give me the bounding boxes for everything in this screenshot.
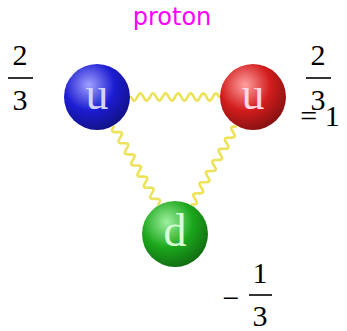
gluon-line (112, 127, 160, 205)
quark-letter: u (242, 71, 265, 117)
quark-sphere-shape (220, 64, 286, 130)
quark-letter: d (164, 208, 187, 254)
charge-digit: 2 (13, 40, 28, 70)
charge-digit: − (223, 283, 240, 313)
gluon-line (192, 127, 236, 205)
fraction-bar (306, 77, 331, 79)
fraction-bar (8, 77, 33, 79)
up-quark: u (220, 64, 286, 130)
quark-sphere-shape (64, 64, 130, 130)
particle-name: proton (32, 3, 312, 31)
up-quark: u (64, 64, 130, 130)
charge-digit: 3 (13, 85, 28, 115)
proton-disc-shape (32, 45, 312, 325)
gluon-line (131, 93, 219, 100)
fraction-bar (249, 294, 272, 296)
down-quark: d (142, 201, 208, 267)
charge-digit: 3 (253, 301, 268, 331)
charge-digit: 1 (253, 258, 268, 288)
quark-letter: u (86, 71, 109, 117)
quark-sphere-shape (142, 201, 208, 267)
proton-body: protonuud (32, 45, 312, 325)
charge-total: = 1 (300, 101, 339, 131)
charge-digit: 2 (311, 40, 326, 70)
